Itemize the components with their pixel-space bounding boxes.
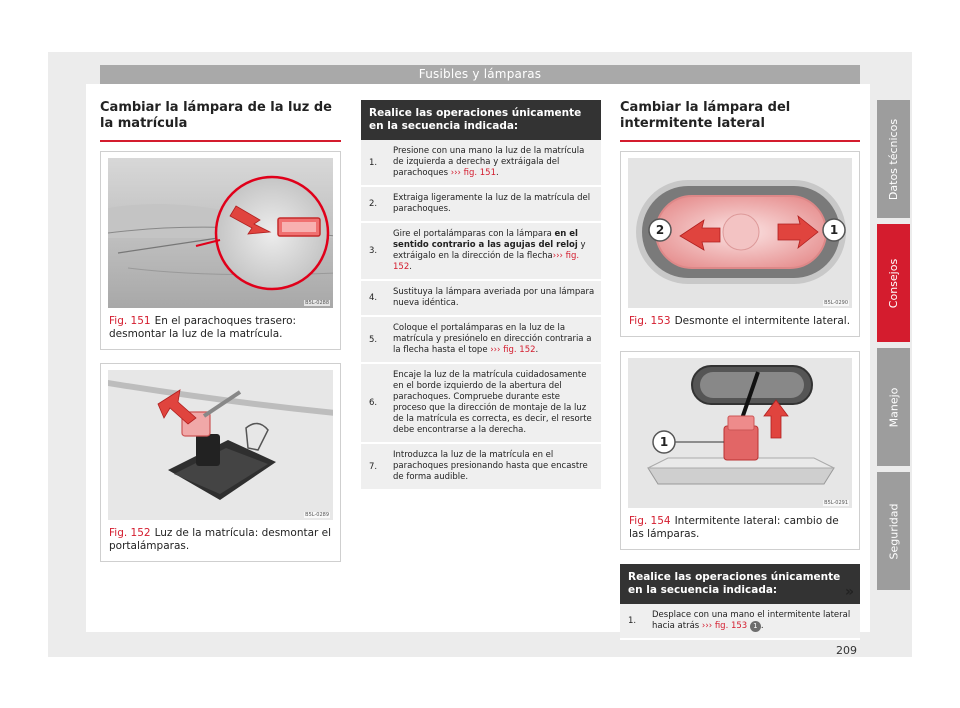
figure-reference-link[interactable]: ››› fig. 153 [701, 621, 748, 631]
column-license-plate: Cambiar la lámpara de la luz de la matrí… [100, 100, 341, 562]
steps-table-header: Realice las operaciones únicamente en la… [620, 564, 860, 604]
continue-arrow-icon: » [845, 584, 855, 600]
step-text: Sustituya la lámpara averiada por una lá… [393, 287, 595, 308]
step-text: Encaje la luz de la matrícula cuidadosam… [393, 370, 592, 435]
step-row: 1. Presione con una mano la luz de la ma… [361, 140, 601, 187]
figure-151-caption-text: En el parachoques trasero: desmon­tar la… [109, 315, 297, 340]
page-number: 209 [836, 644, 857, 657]
tab-datos-tecnicos[interactable]: Datos técnicos [877, 100, 910, 218]
step-text: Coloque el portalámparas en la luz de la… [393, 323, 592, 355]
step-row: 6. Encaje la luz de la matrícula cuidado… [361, 364, 601, 444]
steps-table-header: Realice las operaciones únicamente en la… [361, 100, 601, 140]
steps-table-license-plate: Realice las operaciones únicamente en la… [361, 100, 601, 491]
figure-154-caption-text: Intermitente lateral: cambio de las lámp… [629, 515, 839, 540]
step-text: Introduzca la luz de la matrícula en el … [393, 450, 588, 482]
step-row: 1. Desplace con una mano el intermitente… [620, 604, 860, 640]
figure-152-image: B5L-0289 [108, 370, 333, 520]
callout-2: 2 [656, 223, 664, 237]
step-text: Gire el portalámparas con la lámpara en … [393, 229, 586, 272]
callout-1: 1 [660, 435, 668, 449]
step-number: 1. [628, 616, 637, 626]
tab-manejo[interactable]: Manejo [877, 348, 910, 466]
step-row: 2. Extraiga ligeramente la luz de la mat… [361, 187, 601, 223]
figure-152-code: B5L-0289 [304, 512, 330, 518]
steps-table-side-indicator: Realice las operaciones únicamente en la… [620, 564, 860, 640]
figure-153-code: B5L-0290 [823, 300, 849, 306]
figure-153-image: 2 1 B5L-0290 [628, 158, 852, 308]
figure-153-number: Fig. 153 [629, 315, 671, 327]
figure-152-number: Fig. 152 [109, 527, 151, 539]
step-text: Extraiga ligeramente la luz de la matríc… [393, 193, 591, 214]
figure-153-caption-text: Desmonte el intermitente lateral. [674, 315, 851, 327]
step-number: 7. [369, 461, 378, 472]
figure-151-code: B5L-0288 [304, 300, 330, 306]
figure-reference-link[interactable]: ››› fig. 152 [490, 345, 536, 355]
figure-reference-link[interactable]: ››› fig. 151 [450, 168, 496, 178]
column-side-indicator: Cambiar la lámpara del intermitente late… [620, 100, 860, 640]
section-title-license-plate: Cambiar la lámpara de la luz de la matrí… [100, 100, 341, 142]
tab-consejos[interactable]: Consejos [877, 224, 910, 342]
callout-1: 1 [830, 223, 838, 237]
section-title-side-indicator: Cambiar la lámpara del intermitente late… [620, 100, 860, 142]
bulb-change-illustration: 1 [628, 358, 852, 508]
step-number: 4. [369, 293, 378, 303]
step-text: Presione con una mano la luz de la matrí… [393, 146, 585, 178]
callout-number-badge: 1 [749, 621, 761, 632]
bumper-illustration [108, 158, 333, 308]
lamp-holder-illustration [108, 370, 333, 520]
figure-154-number: Fig. 154 [629, 515, 671, 527]
step-number: 2. [369, 199, 378, 209]
step-text: Desplace con una mano el intermitente la… [652, 610, 851, 632]
step-number: 5. [369, 334, 378, 345]
figure-reference-link[interactable]: ››› fig. 152 [393, 251, 580, 272]
figure-151-number: Fig. 151 [109, 315, 151, 327]
column-steps-license-plate: Realice las operaciones únicamente en la… [361, 100, 601, 491]
step-row: 3. Gire el portalámparas con la lámpara … [361, 223, 601, 281]
step-row: 7. Introduzca la luz de la matrícula en … [361, 444, 601, 491]
step-number: 3. [369, 246, 378, 256]
step-number: 6. [369, 398, 378, 408]
figure-154-image: 1 B5L-0291 [628, 358, 852, 508]
step-row: 5. Coloque el portalámparas en la luz de… [361, 317, 601, 364]
side-indicator-illustration: 2 1 [628, 158, 852, 308]
figure-151-image: B5L-0288 [108, 158, 333, 308]
tab-seguridad[interactable]: Seguridad [877, 472, 910, 590]
step-number: 1. [369, 157, 378, 168]
figure-154-code: B5L-0291 [823, 500, 849, 506]
step-row: 4. Sustituya la lámpara averiada por una… [361, 281, 601, 317]
figure-152-caption-text: Luz de la matrícula: desmontar el portal… [109, 527, 332, 552]
emphasis-text: en el sentido contrario a las agujas del… [393, 229, 578, 250]
chapter-header: Fusibles y lámparas [100, 65, 860, 84]
